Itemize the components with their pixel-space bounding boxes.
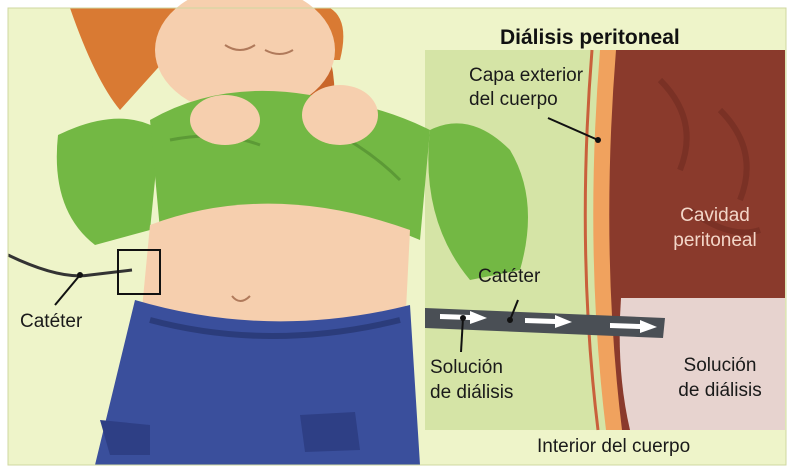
solution-left-label-line2: de diálisis (430, 382, 513, 404)
body-interior-label: Interior del cuerpo (537, 436, 690, 458)
solution-right-label-line2: de diálisis (665, 380, 775, 402)
catheter-detail-label: Catéter (478, 266, 540, 288)
left-hand (190, 95, 260, 145)
solution-left-label-line1: Solución (430, 357, 503, 379)
peritoneal-cavity-label-line2: peritoneal (660, 230, 770, 252)
outer-layer-label-line1: Capa exterior (469, 65, 583, 87)
peritoneal-cavity-label-line1: Cavidad (660, 205, 770, 227)
right-hand (302, 85, 378, 145)
solution-right-label-line1: Solución (665, 355, 775, 377)
diagram-title: Diálisis peritoneal (500, 27, 680, 49)
outer-layer-label-line2: del cuerpo (469, 89, 558, 111)
catheter-child-label: Catéter (20, 311, 82, 333)
